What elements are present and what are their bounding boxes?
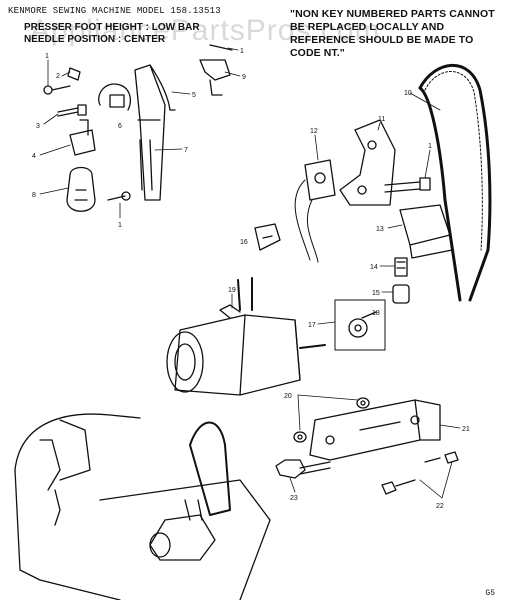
callout-5: 5 (192, 92, 196, 99)
callout-10: 10 (404, 90, 412, 97)
callout-13: 13 (376, 226, 384, 233)
parts-note: "NON KEY NUMBERED PARTS CANNOT BE REPLAC… (290, 8, 495, 59)
motor-pulley (334, 299, 386, 351)
callout-1-clamp: 1 (240, 48, 244, 55)
callout-20: 20 (284, 393, 292, 400)
presser-bar-assembly (43, 44, 233, 212)
motor (166, 277, 326, 396)
callout-2: 2 (56, 73, 60, 80)
speed-switch (294, 159, 336, 263)
callout-labels: 1 2 3 4 5 6 7 8 9 10 11 12 13 14 15 16 1… (32, 48, 470, 510)
callout-19: 19 (228, 287, 236, 294)
sewing-machine-head (14, 413, 271, 600)
callout-8: 8 (32, 192, 36, 199)
callout-15: 15 (372, 290, 380, 297)
presser-info: PRESSER FOOT HEIGHT : LOW BAR NEEDLE POS… (24, 22, 200, 46)
callout-22: 22 (436, 503, 444, 510)
motor-bracket-upper (339, 119, 431, 206)
callout-11: 11 (378, 116, 385, 123)
terminal-block (399, 204, 453, 259)
callout-1-lower: 1 (118, 222, 122, 229)
callout-21: 21 (462, 426, 470, 433)
wire-clip (254, 223, 281, 251)
motor-mounting-bracket (309, 399, 441, 461)
leader-lines (39, 47, 461, 499)
callout-1-top: 1 (45, 53, 49, 60)
model-title: KENMORE SEWING MACHINE MODEL 158.13513 (8, 6, 221, 16)
needle-position-line: NEEDLE POSITION : CENTER (24, 34, 166, 45)
washers (293, 397, 370, 443)
callout-6: 6 (118, 123, 122, 130)
page-code: G5 (485, 589, 495, 598)
bracket-screws (275, 451, 459, 495)
callout-23: 23 (290, 495, 298, 502)
presser-foot-line: PRESSER FOOT HEIGHT : LOW BAR (24, 22, 200, 33)
callout-12: 12 (310, 128, 318, 135)
callout-3: 3 (36, 123, 40, 130)
callout-17: 17 (308, 322, 316, 329)
callout-4: 4 (32, 153, 36, 160)
drive-belt (418, 63, 492, 302)
callout-7: 7 (184, 147, 188, 154)
callout-1-bracket: 1 (428, 143, 432, 150)
callout-16: 16 (240, 239, 248, 246)
callout-18: 18 (372, 310, 380, 317)
brush-holder (392, 257, 410, 304)
callout-14: 14 (370, 264, 378, 271)
callout-9: 9 (242, 74, 246, 81)
